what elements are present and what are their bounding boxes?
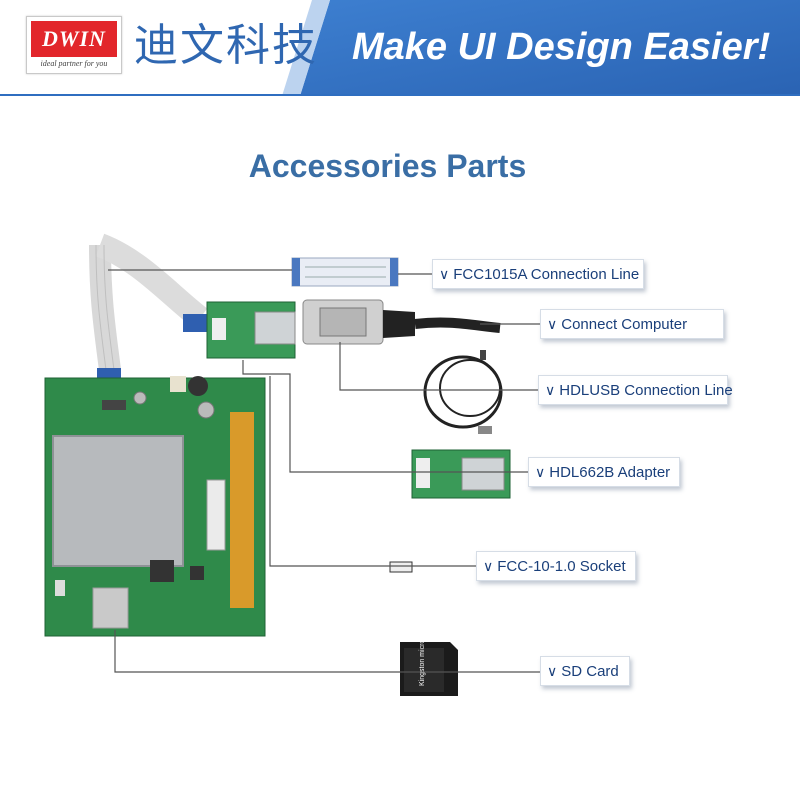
header-banner: DWIN ideal partner for you 迪文科技 Make UI …	[0, 0, 800, 96]
fcc1015a-cable	[291, 257, 399, 287]
chevron-down-icon: ∨	[547, 662, 558, 679]
sd-card-brand: Kingston microSD	[419, 630, 426, 686]
leader-lines	[108, 269, 540, 673]
label-hdl662b: ∨ HDL662B Adapter	[528, 457, 680, 487]
chevron-down-icon: ∨	[535, 463, 546, 480]
dwin-logo: DWIN ideal partner for you	[26, 16, 122, 74]
usb-adapter-top	[206, 299, 501, 359]
chevron-down-icon: ∨	[545, 381, 556, 398]
page-title: Accessories Parts	[248, 148, 527, 184]
ribbon-cable	[89, 233, 211, 396]
chevron-down-icon: ∨	[547, 315, 558, 332]
main-pcb	[44, 376, 266, 637]
company-name: 迪文科技	[134, 20, 318, 71]
label-fcc1015a: ∨ FCC1015A Connection Line	[432, 259, 644, 289]
logo-tagline: ideal partner for you	[40, 59, 108, 68]
chevron-down-icon: ∨	[483, 557, 494, 574]
hdl662b-adapter	[411, 449, 511, 499]
slogan: Make UI Design Easier!	[352, 26, 771, 68]
label-hdlusb: ∨ HDLUSB Connection Line	[538, 375, 733, 405]
logo-text: DWIN	[42, 26, 106, 51]
banner-blue-shape	[0, 0, 800, 96]
label-connect-computer: ∨ Connect Computer	[540, 309, 724, 339]
hdlusb-cable	[423, 350, 503, 434]
label-sd-card: ∨ SD Card	[540, 656, 630, 686]
label-fcc-socket: ∨ FCC-10-1.0 Socket	[476, 551, 636, 581]
sd-card: Kingston microSD	[400, 630, 458, 696]
chevron-down-icon: ∨	[439, 265, 450, 282]
fcc-socket	[389, 561, 413, 573]
